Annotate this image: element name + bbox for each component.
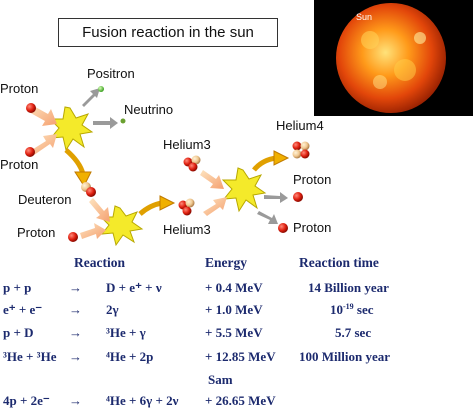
row5-lhs: 4p + 2e⁻ (3, 393, 50, 408)
sun-label: Sun (356, 12, 372, 22)
arrow-proton-out2 (257, 211, 278, 224)
diagram-title: Fusion reaction in the sun (82, 24, 254, 41)
arrow-deuteron-in (89, 198, 110, 222)
title-box: Fusion reaction in the sun (58, 18, 278, 47)
label-helium3-top: Helium3 (163, 137, 211, 152)
header-reaction: Reaction (74, 255, 125, 270)
row4-energy: + 12.85 MeV (205, 349, 276, 364)
sun-image: Sun (314, 0, 473, 116)
row2-rhs: 2γ (106, 302, 119, 317)
row3-lhs: p + D (3, 325, 34, 340)
proton-out1-ball (293, 192, 303, 202)
row1-time: 14 Billion year (308, 280, 389, 295)
extra-label: Sam (208, 372, 233, 387)
label-proton-mid: Proton (0, 157, 39, 172)
row1-arrow: → (69, 280, 82, 295)
label-proton-out1: Proton (293, 172, 332, 187)
label-deuteron: Deuteron (18, 192, 72, 207)
row1-lhs: p + p (3, 280, 32, 295)
row1-rhs: D + e⁺ + ν (106, 280, 162, 295)
header-energy: Energy (205, 255, 247, 270)
row5-arrow: → (69, 393, 82, 408)
label-helium3-bottom: Helium3 (163, 222, 211, 237)
arrow-proton-mid-in (30, 134, 57, 155)
row3-arrow: → (69, 325, 82, 340)
neutrino-ball (120, 118, 126, 124)
row4-time: 100 Million year (299, 349, 390, 364)
row4-rhs: ⁴He + 2p (106, 349, 154, 364)
row4-lhs: ³He + ³He (3, 349, 57, 364)
helium3-top-ball (183, 155, 201, 172)
row2-arrow: → (69, 302, 82, 317)
proton-top-ball (26, 103, 36, 113)
label-neutrino: Neutrino (124, 102, 174, 117)
arrow-neutrino-out (93, 117, 118, 129)
arrow-burst2-to-helium3 (138, 195, 176, 216)
header-time: Reaction time (299, 255, 379, 270)
row4-arrow: → (69, 349, 82, 364)
row3-time: 5.7 sec (335, 325, 372, 340)
arrow-helium3-top-in (200, 170, 224, 189)
label-proton-top: Proton (0, 81, 39, 96)
arrow-burst1-to-deuteron (64, 148, 92, 188)
row5-energy: + 26.65 MeV (205, 393, 276, 408)
proton-low-ball (68, 232, 78, 242)
arrow-proton-low-in (80, 223, 106, 239)
sun-disk (336, 3, 446, 113)
row3-rhs: ³He + γ (106, 325, 146, 340)
label-helium4: Helium4 (276, 118, 324, 133)
label-proton-out2: Proton (293, 220, 332, 235)
label-positron: Positron (87, 66, 135, 81)
row2-lhs: e⁺ + e⁻ (3, 302, 43, 317)
row2-time: 10-19 sec (330, 302, 374, 317)
arrow-helium3-bottom-in (203, 197, 227, 216)
helium4-ball (292, 141, 310, 159)
proton-mid-ball (25, 147, 35, 157)
row2-energy: + 1.0 MeV (205, 302, 263, 317)
arrow-positron-out (82, 88, 100, 107)
arrow-burst3-to-helium4 (252, 150, 290, 172)
deuteron-ball (81, 182, 96, 197)
reaction-burst-1 (48, 106, 94, 152)
helium3-bottom-ball (178, 198, 195, 216)
positron-ball (98, 86, 104, 92)
row3-energy: + 5.5 MeV (205, 325, 263, 340)
row5-rhs: ⁴He + 6γ + 2ν (106, 393, 179, 408)
arrow-proton-out1 (264, 192, 288, 203)
reaction-burst-3 (221, 167, 267, 213)
label-proton-low: Proton (17, 225, 56, 240)
proton-out2-ball (278, 223, 288, 233)
row1-energy: + 0.4 MeV (205, 280, 263, 295)
